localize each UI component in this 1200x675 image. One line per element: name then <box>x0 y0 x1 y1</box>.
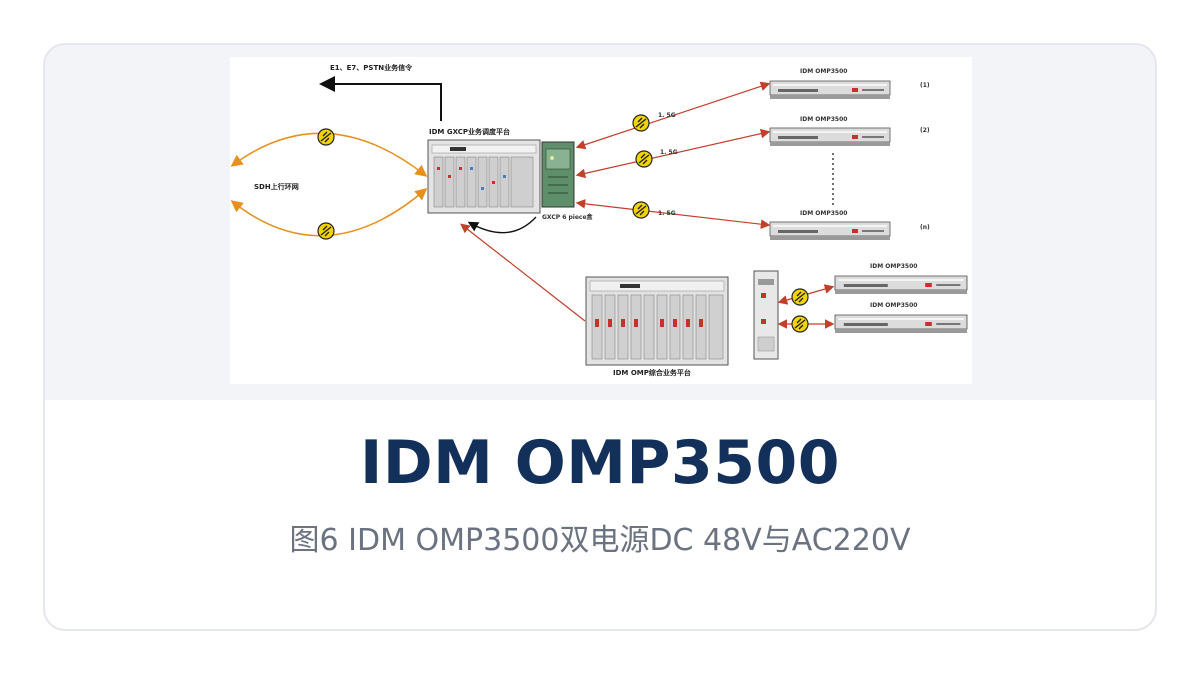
optical-icon <box>791 315 809 333</box>
service-platform-label: IDM OMP综合业务平台 <box>613 368 691 377</box>
remote-unit-2: IDM OMP3500 (2) <box>769 116 930 147</box>
service-platform-chassis <box>585 276 729 366</box>
remote-unit-label: IDM OMP3500 <box>800 116 847 123</box>
link-label: 1. 5G <box>660 149 678 156</box>
diagram-svg: E1、E7、PSTN业务信令 SDH上行环网 IDM GXCP业务调度平台 <box>230 63 968 377</box>
panel-return-arrow <box>467 216 537 234</box>
lower-unit-label: IDM OMP3500 <box>870 263 917 270</box>
remote-unit-n: IDM OMP3500 (n) <box>769 210 930 241</box>
panel-label: GXCP 6 piece盒 <box>542 213 594 221</box>
optical-icon <box>632 201 650 219</box>
service-uplink <box>460 223 586 322</box>
remote-unit-label: IDM OMP3500 <box>800 68 847 75</box>
remote-unit-1: IDM OMP3500 (1) <box>769 68 930 100</box>
link-label: 1. 5G <box>658 210 676 217</box>
product-title: IDM OMP3500 <box>360 428 840 498</box>
network-diagram: E1、E7、PSTN业务信令 SDH上行环网 IDM GXCP业务调度平台 <box>230 57 972 384</box>
main-chassis <box>427 139 541 214</box>
link-label: 1. 5G <box>658 112 676 119</box>
lower-unit-2: IDM OMP3500 <box>834 302 968 334</box>
lower-unit-label: IDM OMP3500 <box>870 302 917 309</box>
signalling-arrow <box>319 76 442 121</box>
remote-unit-index: (2) <box>920 127 930 134</box>
optical-icon <box>635 150 653 168</box>
service-card <box>753 270 779 360</box>
gxcp-panel <box>541 141 575 208</box>
remote-unit-label: IDM OMP3500 <box>800 210 847 217</box>
main-platform-label: IDM GXCP业务调度平台 <box>429 127 510 136</box>
link-n <box>575 199 771 229</box>
optical-icon <box>317 128 335 146</box>
figure-card: E1、E7、PSTN业务信令 SDH上行环网 IDM GXCP业务调度平台 <box>43 43 1157 631</box>
figure-band: E1、E7、PSTN业务信令 SDH上行环网 IDM GXCP业务调度平台 <box>45 45 1155 400</box>
lower-unit-1: IDM OMP3500 <box>834 263 968 295</box>
remote-unit-index: (1) <box>920 82 930 89</box>
optical-icon <box>791 288 809 306</box>
figure-caption: 图6 IDM OMP3500双电源DC 48V与AC220V <box>289 523 911 558</box>
optical-icon <box>632 114 650 132</box>
optical-icon <box>317 222 335 240</box>
sdh-label: SDH上行环网 <box>254 182 299 191</box>
remote-unit-index: (n) <box>920 224 930 231</box>
top-label: E1、E7、PSTN业务信令 <box>330 63 413 72</box>
link-2 <box>575 128 771 179</box>
